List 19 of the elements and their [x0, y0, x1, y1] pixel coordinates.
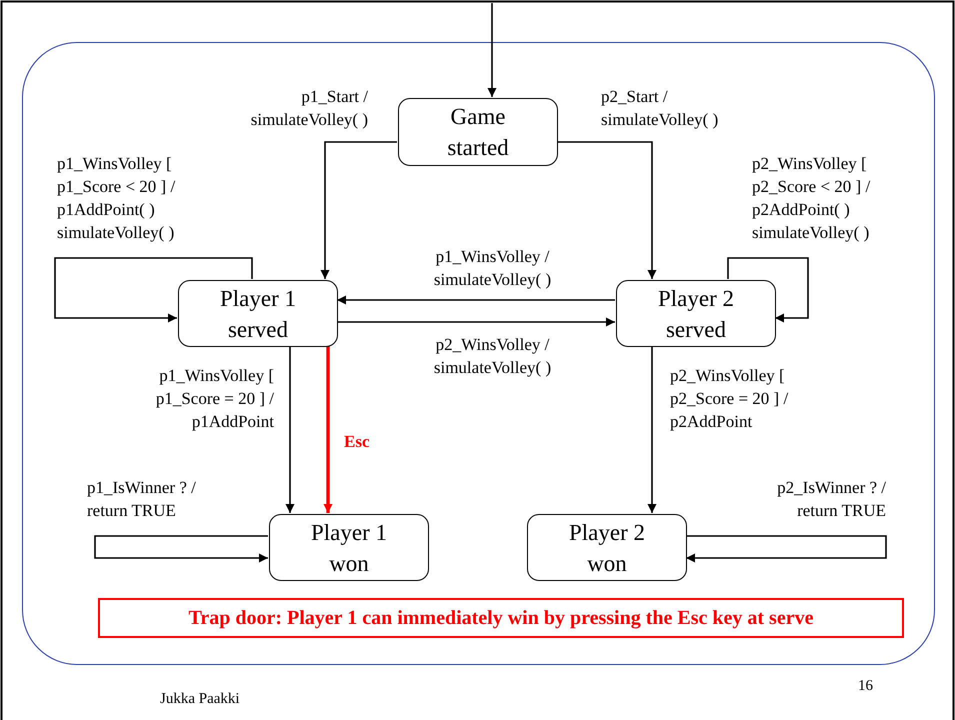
transition-arrow [286, 346, 294, 513]
transition-arrow [324, 346, 332, 513]
transition-arrow [320, 141, 397, 279]
transition-arrow [727, 257, 809, 322]
transition-arrow [337, 296, 615, 304]
transition-arrow [648, 346, 656, 513]
note-box: Trap door: Player 1 can immediately win by pressing the Esc key at serve [98, 598, 904, 638]
state-box: Player 2 served [616, 280, 776, 347]
transition-arrow [686, 535, 887, 562]
transition-arrow [54, 257, 253, 322]
transition-arrow [557, 141, 656, 279]
state-box: Player 2 won [527, 514, 687, 581]
state-box: Player 1 served [178, 280, 338, 347]
transition-arrow [337, 318, 615, 326]
state-box: Game started [398, 98, 558, 166]
transition-arrow [488, 3, 496, 97]
transition-arrow [94, 535, 268, 562]
state-box: Player 1 won [269, 514, 429, 581]
superstate-frame [22, 42, 935, 665]
